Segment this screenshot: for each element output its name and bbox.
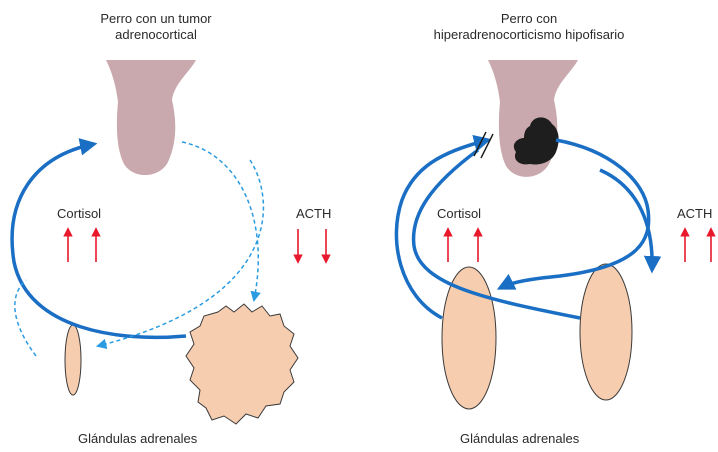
left-acth-dashed-arrow — [182, 142, 258, 300]
left-atrophic-adrenal — [65, 325, 81, 395]
left-cortisol-feedback-arrow — [12, 144, 186, 337]
right-cortisol-feedback-arrow-2 — [414, 150, 580, 318]
left-adrenal-tumor — [186, 304, 298, 424]
left-adrenal-label: Glándulas adrenales — [78, 431, 197, 447]
right-cortisol-label: Cortisol — [437, 206, 481, 222]
left-title-line1: Perro con un tumor — [58, 11, 254, 27]
right-adrenal-gland-left — [442, 267, 496, 409]
left-pituitary-gland — [106, 60, 196, 175]
left-panel-title: Perro con un tumor adrenocortical — [58, 11, 254, 43]
right-adrenal-label: Glándulas adrenales — [460, 431, 579, 447]
right-panel-title: Perro con hiperadrenocorticismo hipofisa… — [409, 11, 649, 43]
left-acth-label: ACTH — [296, 206, 331, 222]
left-title-line2: adrenocortical — [58, 27, 254, 43]
right-panel — [396, 60, 711, 409]
left-cortisol-label: Cortisol — [57, 206, 101, 222]
left-panel — [12, 60, 326, 424]
right-acth-label: ACTH — [677, 206, 712, 222]
right-acth-arrow-down — [600, 170, 652, 270]
right-adrenal-gland-right — [580, 264, 632, 400]
right-title-line2: hiperadrenocorticismo hipofisario — [409, 27, 649, 43]
right-title-line1: Perro con — [409, 11, 649, 27]
